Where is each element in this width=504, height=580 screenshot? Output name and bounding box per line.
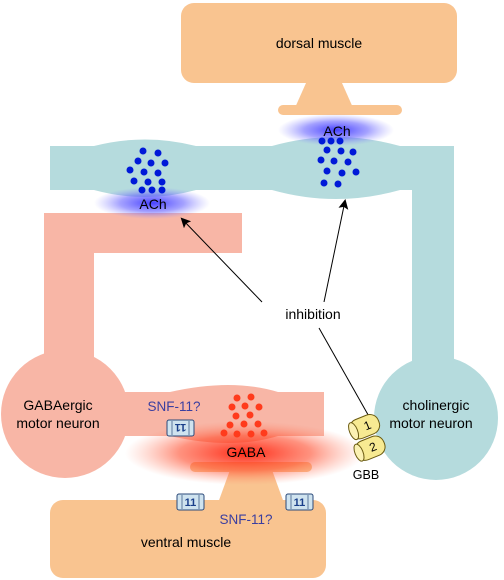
gaba-vesicle [228,403,236,411]
ach-vesicle [161,159,169,167]
ach-vesicle [336,137,344,145]
gaba-vesicle [247,393,255,401]
gbb-receptor-subunit-1: 1 [348,413,381,441]
ach-vesicle [344,158,352,166]
gaba-vesicle [246,411,254,419]
snf11-channel-icon: 11 [176,493,205,511]
gbb-receptor-subunit-2: 2 [353,435,386,462]
ach-vesicle [130,177,138,185]
snf11-label-top: SNF-11? [147,399,200,414]
cholinergic-neuron-label-line1: cholinergic [403,397,470,413]
gaba-vesicle [226,421,234,429]
ach-vesicle [323,146,331,154]
snf11-channel-mark: 11 [294,497,306,509]
ach-vesicle [320,179,328,187]
gaba-vesicle [255,403,263,411]
gabaergic-neuron-label-line2: motor neuron [16,415,99,431]
inhibition-arrows [180,199,372,421]
ach-vesicle [140,168,148,176]
ach-vesicle [134,157,142,165]
dorsal-muscle-label: dorsal muscle [276,35,363,51]
inhibition-label-bg [274,302,352,326]
ach-vesicle [330,157,338,165]
ach-vesicles-left [126,147,169,194]
snf11-channel-mark: 11 [185,497,197,509]
ach-release-glow-left [94,187,210,219]
gbb-label: GBB [353,468,379,482]
ach-vesicle [334,180,342,188]
gbb-subunit-1-label: 1 [362,418,374,434]
snf11-label-bottom: SNF-11? [219,512,272,527]
gaba-vesicle [260,429,268,437]
gaba-vesicles [220,393,268,438]
ach-vesicle [318,137,326,145]
ach-vesicle [338,169,346,177]
ach-vesicle [154,149,162,157]
ach-vesicle [337,147,345,155]
ach-vesicles-top [317,137,360,188]
ach-vesicle [147,159,155,167]
ach-vesicle [317,156,325,164]
gaba-vesicle [233,394,241,402]
ach-label-top: ACh [323,123,350,139]
gaba-vesicle [232,412,240,420]
gaba-vesicle [233,430,241,438]
snf11-channel-mark: 11 [175,421,187,433]
gaba-vesicle [220,429,228,437]
inhibition-label: inhibition [285,306,340,322]
gaba-label: GABA [227,444,267,460]
dorsal-muscle: dorsal muscle [181,3,457,115]
gbb-subunit-2-label: 2 [367,439,379,455]
ach-release-glow-top [278,114,394,146]
gaba-vesicle [254,420,262,428]
ach-vesicle [138,186,146,194]
gaba-release-glow [125,421,365,485]
ach-vesicle [323,167,331,175]
ach-vesicle [139,147,147,155]
snf11-channel-icon: 11 [285,493,314,511]
cholinergic-neuron-label-line2: motor neuron [389,415,472,431]
gaba-vesicle [240,420,248,428]
ach-vesicle [144,178,152,186]
ach-vesicle [349,148,357,156]
inhibition-arrow-top [323,199,349,303]
ach-vesicle [148,186,156,194]
gabaergic-neuron-label-line1: GABAergic [23,397,92,413]
ach-vesicle [327,137,335,145]
inhibition-arrow-left [180,217,263,303]
snf11-channel-icon: 11 [166,419,195,437]
ach-label-left: ACh [139,196,166,212]
gabaergic-neuron: GABAergic motor neuron [1,213,324,478]
ach-vesicle [352,168,360,176]
gaba-vesicle [247,430,255,438]
ach-vesicle [154,169,162,177]
gaba-vesicle [241,402,249,410]
ach-vesicle [158,186,166,194]
ach-vesicle [126,166,134,174]
inhibition-line-gbb [318,327,372,421]
ach-vesicle [158,178,166,186]
gbb-receptor-icon: 1 2 [348,413,386,462]
ventral-muscle-label: ventral muscle [141,534,231,550]
